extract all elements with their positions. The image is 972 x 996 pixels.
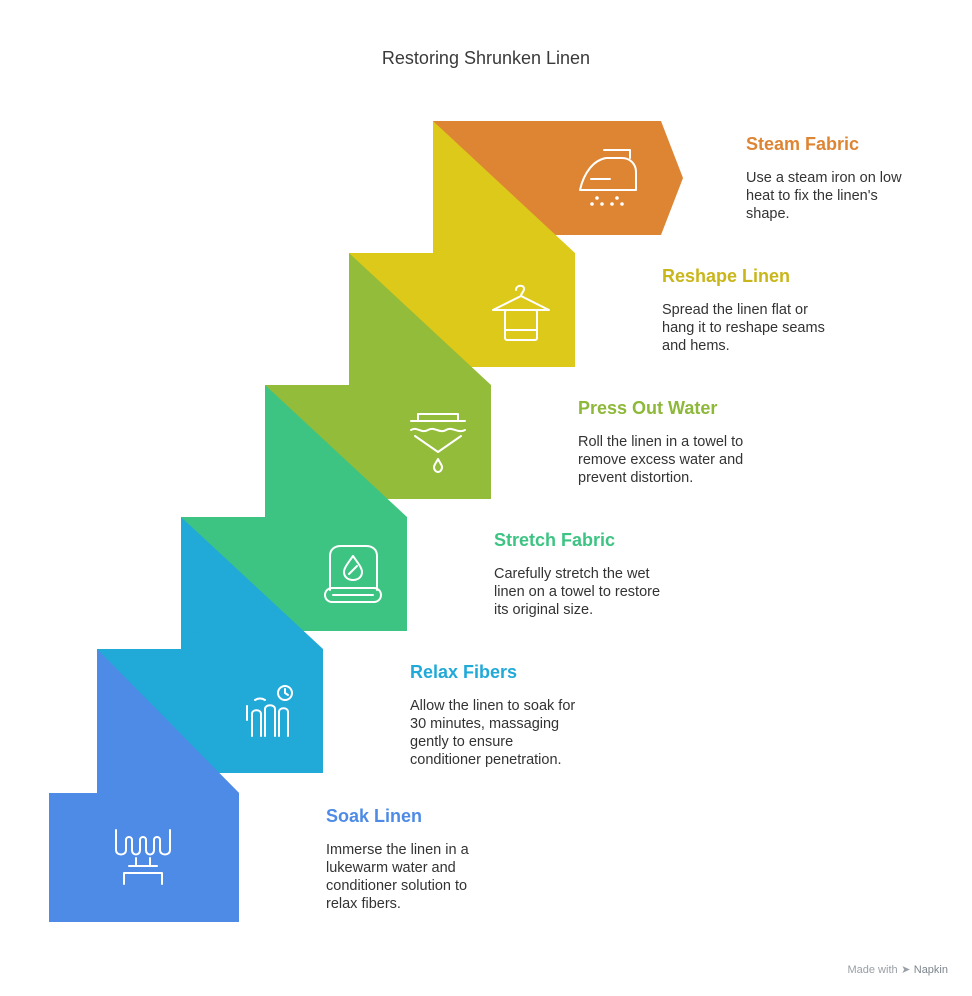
step-block-soak-linen [49,793,239,922]
step-description: Allow the linen to soak for 30 minutes, … [410,698,576,768]
step-steam-fabric: Steam Fabric Use a steam iron on low hea… [746,134,946,223]
fingers-timer-icon [246,685,293,737]
step-block-press-out-water [265,385,491,517]
soaking-basin-icon [115,829,171,885]
step-relax-fibers: Relax Fibers Allow the linen to soak for… [410,662,610,769]
step-title: Stretch Fabric [494,530,616,550]
footer-attribution[interactable]: Made with ➤ Napkin [847,963,948,976]
step-block-relax-fibers [97,649,323,793]
step-reshape-linen: Reshape Linen Spread the linen flat or h… [662,266,862,355]
hanger-towel-icon [492,284,550,341]
step-block-steam-fabric [433,121,683,253]
step-stretch-fabric: Stretch Fabric Carefully stretch the wet… [494,530,694,619]
step-description: Roll the linen in a towel to remove exce… [578,434,744,486]
step-description: Carefully stretch the wet linen on a tow… [494,566,661,618]
step-soak-linen: Soak Linen Immerse the linen in a lukewa… [326,806,526,913]
page-title: Restoring Shrunken Linen [381,48,591,68]
step-description: Spread the linen flat or hang it to resh… [662,302,825,354]
step-title: Press Out Water [578,398,718,418]
step-title: Soak Linen [326,806,423,826]
step-description: Immerse the linen in a lukewarm water an… [326,842,469,912]
wringing-cloth-icon [410,413,466,473]
steam-iron-icon [579,149,637,206]
napkin-logo-icon: ➤ [901,964,911,976]
step-description: Use a steam iron on low heat to fix the … [746,170,902,222]
step-title: Steam Fabric [746,134,860,154]
made-with-label: Made with [847,964,898,976]
step-block-stretch-fabric [181,517,407,649]
brand-name: Napkin [913,964,948,976]
step-block-reshape-linen [349,253,575,385]
step-title: Relax Fibers [410,662,518,682]
step-title: Reshape Linen [662,266,791,286]
folded-towel-icon [324,545,382,603]
step-press-out-water: Press Out Water Roll the linen in a towe… [578,398,778,487]
